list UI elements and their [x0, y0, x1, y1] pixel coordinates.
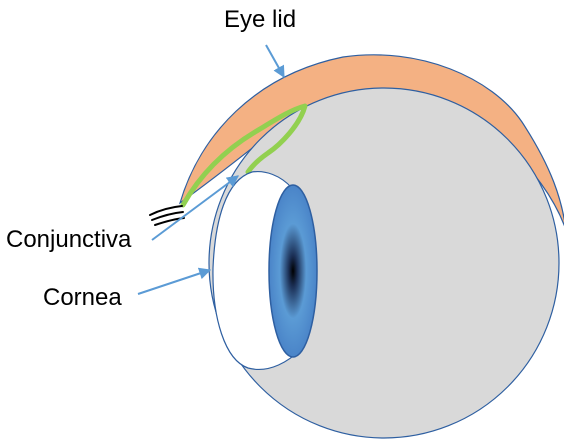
- eye-lid-label: Eye lid: [224, 8, 296, 32]
- iris: [269, 185, 317, 357]
- cornea-label: Cornea: [43, 286, 122, 310]
- eyelash-icon: [150, 206, 184, 225]
- cornea-arrow: [138, 270, 210, 294]
- conjunctiva-label: Conjunctiva: [6, 228, 131, 252]
- eyelid-arrow: [266, 45, 284, 77]
